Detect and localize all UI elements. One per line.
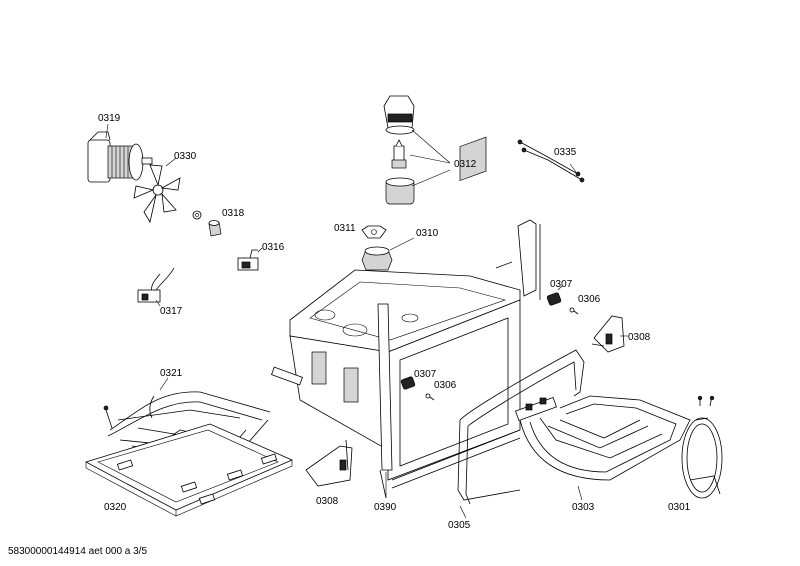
label-0307-upper: 0307 bbox=[550, 279, 573, 290]
label-0311: 0311 bbox=[334, 223, 356, 234]
bracket-part bbox=[361, 225, 387, 239]
switch-part bbox=[237, 249, 259, 271]
label-0308-bottom: 0308 bbox=[316, 496, 339, 507]
label-0306-upper: 0306 bbox=[578, 294, 601, 305]
label-0390: 0390 bbox=[374, 502, 397, 513]
mounting-bracket-part-bottom bbox=[305, 439, 353, 487]
thermostat-part bbox=[137, 267, 175, 303]
oven-cavity-part bbox=[271, 136, 541, 499]
label-0320: 0320 bbox=[104, 502, 127, 513]
wire-frame-part bbox=[457, 349, 585, 505]
label-0301: 0301 bbox=[668, 502, 691, 513]
cable-part bbox=[517, 139, 585, 183]
label-0312: 0312 bbox=[454, 159, 477, 170]
label-0310: 0310 bbox=[416, 228, 439, 239]
mounting-bracket-part bbox=[591, 315, 625, 353]
support-sleeve-part bbox=[546, 292, 579, 315]
lamp-leader-lines bbox=[409, 129, 451, 187]
label-0321: 0321 bbox=[160, 368, 183, 379]
ring-heater-part bbox=[681, 395, 723, 499]
nut-and-sleeve-part bbox=[192, 210, 222, 237]
label-0335: 0335 bbox=[554, 147, 577, 158]
lamp-assembly-part bbox=[383, 95, 415, 205]
fan-blade-part bbox=[133, 164, 181, 224]
document-footer: 58300000144914 aet 000 a 3/5 bbox=[8, 546, 148, 557]
label-0317: 0317 bbox=[160, 306, 183, 317]
top-heater-part bbox=[514, 395, 691, 481]
label-0307-lower: 0307 bbox=[414, 369, 437, 380]
lamp-holder-part bbox=[361, 246, 393, 271]
label-0318: 0318 bbox=[222, 208, 245, 219]
label-0306-lower: 0306 bbox=[434, 380, 457, 391]
label-0303: 0303 bbox=[572, 502, 595, 513]
label-0330: 0330 bbox=[174, 151, 197, 162]
label-0319: 0319 bbox=[98, 113, 121, 124]
label-0305: 0305 bbox=[448, 520, 471, 531]
fan-motor-part bbox=[87, 131, 153, 183]
label-0308-right: 0308 bbox=[628, 332, 651, 343]
support-sleeve-part-lower bbox=[400, 376, 435, 401]
label-0316: 0316 bbox=[262, 242, 285, 253]
bottom-tray-part bbox=[84, 423, 294, 517]
